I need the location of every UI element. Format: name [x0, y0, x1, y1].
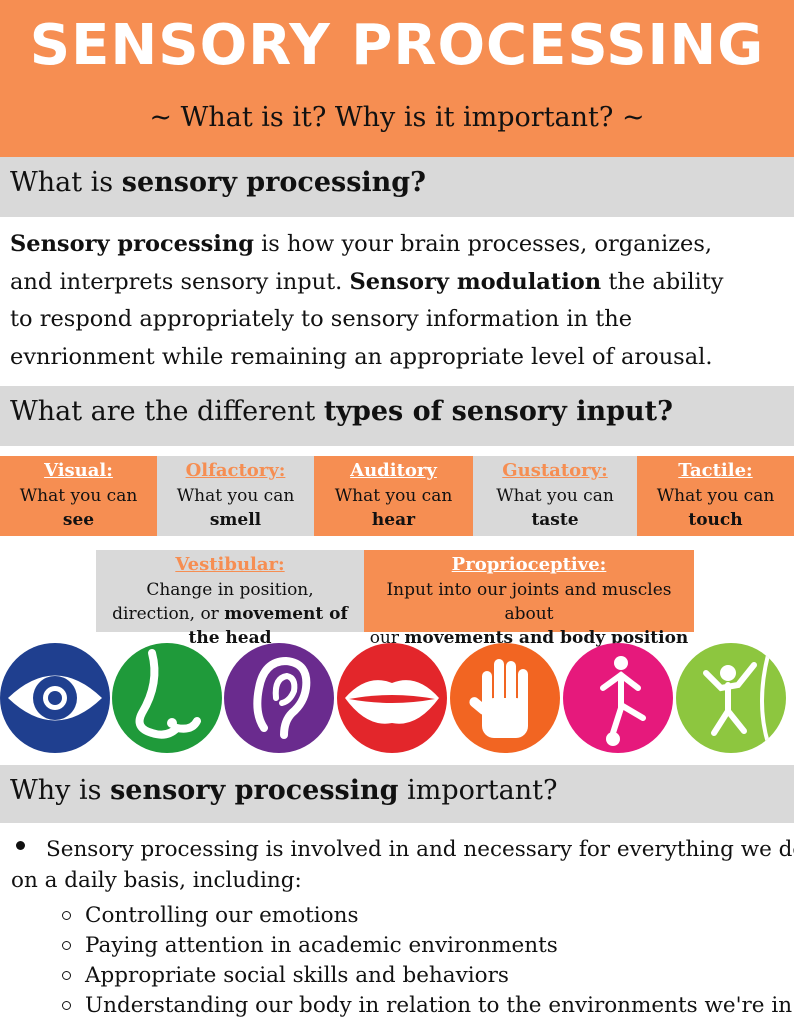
type-desc: What you can [334, 486, 453, 506]
type-sense: hear [371, 510, 416, 530]
type-desc-line: direction, or movement of [96, 602, 364, 626]
eye-icon [0, 643, 110, 753]
type-sense: touch [688, 510, 743, 530]
definition-text: is how your brain processes, organizes, [253, 231, 713, 257]
type-sense: taste [531, 510, 579, 530]
lips-icon [337, 643, 447, 753]
type-auditory: Auditory What you can hear [314, 456, 473, 536]
bullet-text: Sensory processing is involved in and ne… [46, 837, 794, 862]
climber-icon [676, 643, 786, 753]
type-desc: What you can [19, 486, 138, 506]
header-banner: SENSORY PROCESSING ~ What is it? Why is … [0, 0, 794, 157]
sub-bullet-text: Controlling our emotions [85, 903, 359, 928]
type-title: Olfactory: [185, 460, 286, 481]
definition-line-1: Sensory processing is how your brain pro… [10, 226, 786, 264]
type-sense: smell [209, 510, 262, 530]
circle-bullet-icon [62, 1001, 71, 1010]
sub-bullet-text: Paying attention in academic environment… [85, 933, 558, 958]
type-title: Auditory [350, 460, 437, 481]
sub-bullet-text: Understanding our body in relation to th… [85, 993, 793, 1018]
type-desc-text: direction, or [112, 604, 225, 624]
definition-line-3: to respond appropriately to sensory info… [10, 306, 633, 332]
type-desc: What you can [176, 486, 295, 506]
type-gustatory: Gustatory: What you can taste [473, 456, 637, 536]
hand-icon [450, 643, 560, 753]
section-heading-why: Why is sensory processing important? [0, 765, 794, 823]
type-title: Gustatory: [502, 460, 608, 481]
definition-line-2: and interprets sensory input. Sensory mo… [10, 264, 786, 302]
section-heading-types: What are the different types of sensory … [0, 386, 794, 446]
type-tactile: Tactile: What you can touch [637, 456, 794, 536]
type-visual: Visual: What you can see [0, 456, 157, 536]
definition-text: the ability [601, 268, 724, 295]
definition-text: and interprets sensory input. [10, 268, 350, 295]
type-desc: What you can [496, 486, 614, 506]
type-desc-bold: movement of [224, 604, 348, 624]
sub-bullet-text: Appropriate social skills and behaviors [85, 963, 509, 988]
ear-icon [224, 643, 334, 753]
nose-icon [112, 643, 222, 753]
heading-plain: Why is [10, 775, 111, 806]
page-subtitle: ~ What is it? Why is it important? ~ [149, 102, 645, 133]
type-desc: What you can [656, 486, 775, 506]
heading-plain: What is [10, 167, 122, 198]
sense-icons-row [0, 643, 794, 755]
circle-bullet-icon [62, 941, 71, 950]
term-sensory-modulation: Sensory modulation [349, 268, 602, 295]
heading-plain: What are the different [10, 396, 324, 427]
definition-line-4: evnrionment while remaining an appropria… [10, 343, 713, 370]
definition-paragraph: Sensory processing is how your brain pro… [10, 226, 786, 376]
type-title: Proprioceptive: [451, 554, 607, 575]
heading-plain: important? [398, 775, 558, 806]
type-proprioceptive: Proprioceptive: Input into our joints an… [364, 550, 694, 648]
type-title: Vestibular: [175, 554, 285, 575]
heading-bold: sensory processing? [121, 167, 427, 198]
section-heading-what-is: What is sensory processing? [0, 157, 794, 217]
sensory-types-row: Visual: What you can see Olfactory: What… [0, 456, 794, 536]
type-desc-bold-line: the head [188, 628, 272, 648]
term-sensory-processing: Sensory processing [10, 231, 254, 257]
bullet-text-continued: on a daily basis, including: [11, 868, 302, 893]
circle-bullet-icon [62, 911, 71, 920]
type-olfactory: Olfactory: What you can smell [157, 456, 314, 536]
bullet-icon [16, 841, 25, 850]
type-title: Tactile: [678, 460, 753, 481]
page-title: SENSORY PROCESSING [29, 13, 765, 78]
type-sense: see [62, 510, 95, 530]
balance-figure-icon [563, 643, 673, 753]
type-title: Visual: [44, 460, 113, 481]
circle-bullet-icon [62, 971, 71, 980]
heading-bold: types of sensory input? [323, 396, 673, 427]
heading-bold: sensory processing [110, 775, 399, 806]
type-desc: Input into our joints and muscles about [386, 580, 672, 624]
type-vestibular: Vestibular: Change in position, directio… [96, 550, 364, 648]
type-desc: Change in position, [146, 580, 314, 600]
